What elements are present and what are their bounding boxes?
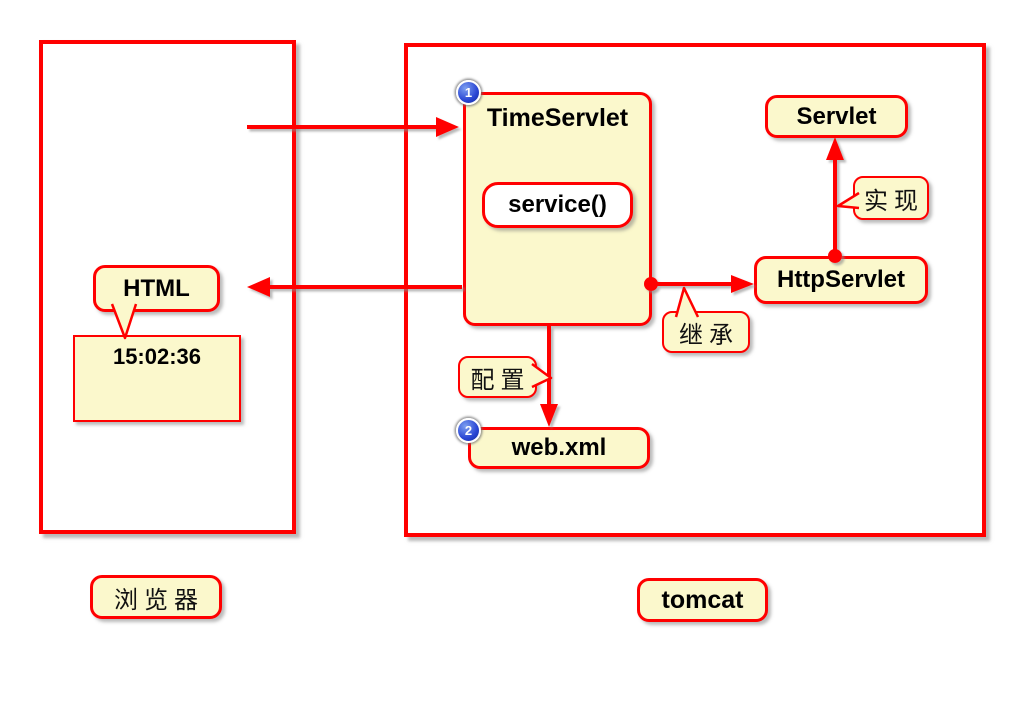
httpservlet-label: HttpServlet (776, 266, 906, 293)
implement-callout: 实现 (853, 176, 929, 220)
html-label: HTML (123, 274, 190, 302)
configure-label: 配置 (470, 367, 531, 394)
browser-caption-label: 浏览器 (114, 587, 204, 614)
configure-callout: 配置 (458, 356, 537, 398)
servlet-node: Servlet (765, 95, 908, 138)
service-method-label: service() (508, 191, 607, 218)
inherit-callout: 继承 (662, 311, 750, 353)
implement-label: 实现 (864, 188, 924, 215)
step-1-number: 1 (464, 85, 473, 100)
time-value-node: 15:02:36 (73, 335, 241, 422)
webxml-node: web.xml (468, 427, 650, 469)
inherit-label: 继承 (679, 322, 739, 349)
httpservlet-node: HttpServlet (754, 256, 928, 304)
browser-caption: 浏览器 (90, 575, 222, 619)
step-2-badge: 2 (456, 418, 481, 443)
webxml-label: web.xml (511, 434, 607, 461)
tomcat-caption: tomcat (637, 578, 768, 622)
timeservlet-label: TimeServlet (486, 104, 629, 132)
step-1-badge: 1 (456, 80, 481, 105)
time-value-label: 15:02:36 (112, 344, 202, 369)
tomcat-caption-label: tomcat (661, 585, 744, 614)
service-method-node: service() (482, 182, 633, 228)
step-2-number: 2 (464, 423, 473, 438)
html-node: HTML (93, 265, 220, 312)
servlet-label: Servlet (796, 102, 877, 130)
